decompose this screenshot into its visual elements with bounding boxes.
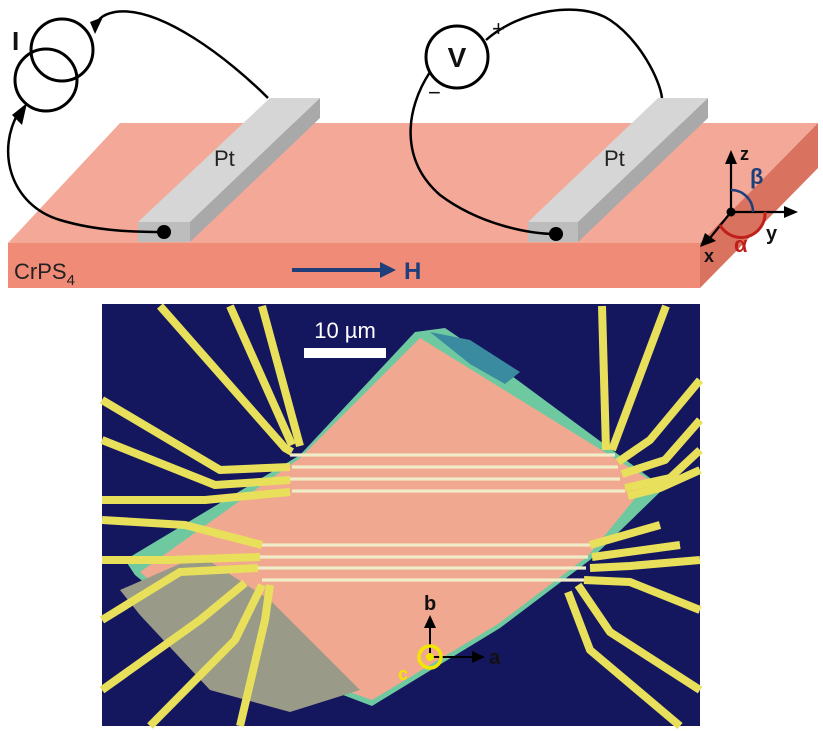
coordinate-system [700, 150, 798, 247]
flake-top-shimmer [430, 332, 520, 384]
field-label: H [404, 258, 421, 285]
axis-x-label: x [704, 246, 714, 266]
electrode-right-label: Pt [604, 146, 625, 171]
device-schematic: Pt Pt I V + − CrPS4 H [6, 8, 818, 289]
c-axis-ring [417, 644, 443, 670]
voltmeter-label: V [448, 42, 467, 73]
beta-label: β [750, 164, 763, 189]
alpha-label: α [734, 232, 748, 257]
slab-top-face [8, 123, 818, 243]
slab-side-face [700, 123, 818, 288]
contact-leads-left [99, 303, 304, 729]
current-wire-top [93, 10, 269, 99]
optical-micrograph: 10 µm b a c [99, 303, 704, 730]
voltmeter-minus: − [428, 80, 441, 105]
scale-bar [304, 348, 386, 358]
current-source-symbol [13, 17, 95, 113]
hall-bar-lines [258, 453, 625, 582]
alpha-arc [718, 211, 767, 239]
beta-arc [730, 188, 755, 213]
voltmeter-plus: + [492, 16, 505, 41]
current-wire-bottom [6, 109, 165, 234]
c-axis-dot [426, 653, 434, 661]
slab-front-face [8, 243, 700, 288]
axis-z-label: z [740, 144, 749, 164]
voltmeter-wire-positive [485, 8, 664, 99]
axis-a-label: a [489, 647, 501, 669]
electrode-left-label: Pt [214, 146, 235, 171]
voltmeter-wire-negative [409, 71, 557, 236]
voltmeter-symbol [424, 24, 490, 90]
current-arrow-bottom [12, 103, 27, 125]
scale-bar-label: 10 µm [314, 318, 376, 343]
crystal-axes [417, 615, 485, 670]
substrate-label: CrPS4 [14, 259, 75, 289]
field-arrow-head [380, 262, 396, 278]
axis-c-label: c [398, 664, 408, 684]
axis-b-label: b [424, 593, 436, 615]
current-arrow-top [90, 17, 103, 34]
current-source-label: I [12, 26, 19, 56]
contact-leads-right [564, 304, 704, 730]
axis-y-label: y [766, 223, 778, 245]
